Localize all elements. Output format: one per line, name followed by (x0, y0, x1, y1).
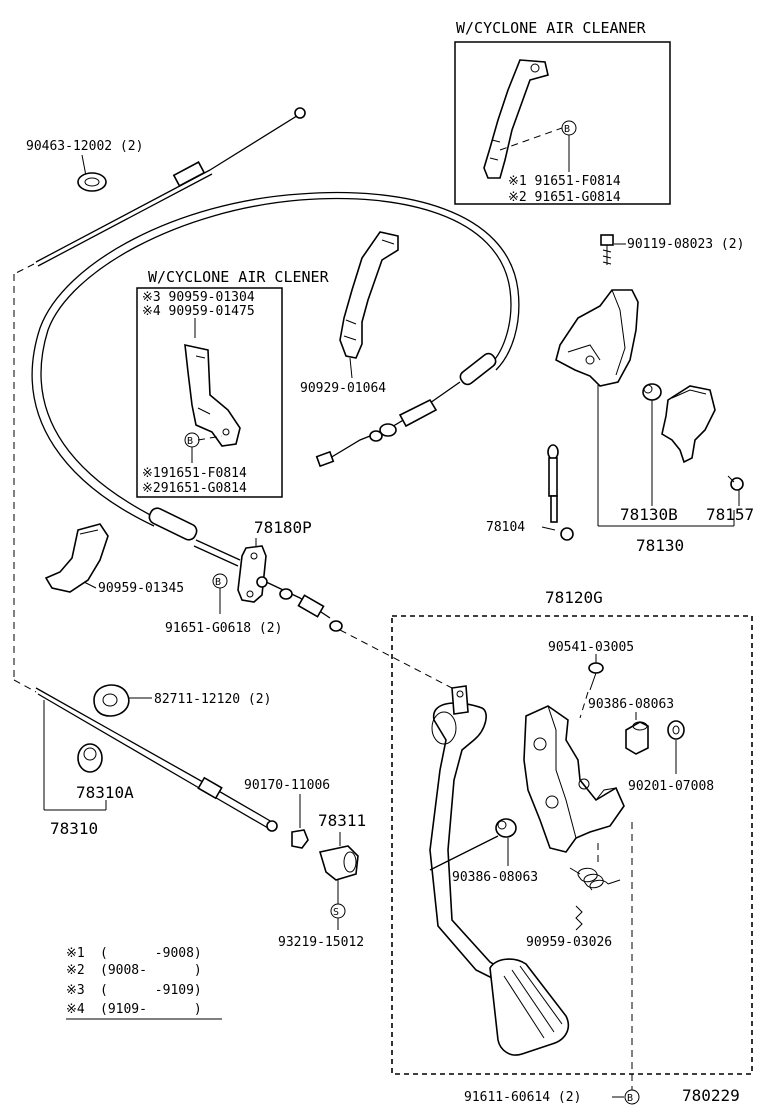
b-marker-78180P: B (212, 573, 228, 589)
label-90959-01475: ※4 90959-01475 (142, 304, 255, 319)
leader-90959-01345 (83, 581, 97, 589)
label-93219: 93219-15012 (278, 935, 364, 950)
lever-78130 (661, 385, 716, 464)
washer-90201 (667, 720, 685, 740)
label-78310: 78310 (50, 819, 98, 838)
clamp-90463 (77, 172, 107, 192)
label-78310A: 78310A (76, 783, 134, 802)
label-78130: 78130 (636, 536, 684, 555)
legend-range-3: ( -9109) (100, 983, 202, 998)
label-90959-01345: 90959-01345 (98, 581, 184, 596)
label-90119: 90119-08023 (2) (627, 237, 744, 252)
top-bracket-dash (499, 127, 563, 151)
label-91651-G0618: 91651-G0618 (2) (165, 621, 282, 636)
bracket-90929 (339, 231, 399, 359)
bushing-78130 (642, 383, 662, 401)
rod-78104 (547, 444, 574, 541)
svg-text:B: B (564, 124, 570, 135)
label-191651-F0814: ※191651-F0814 (142, 466, 247, 481)
leader-90929 (349, 357, 353, 379)
label-78130B: 78130B (620, 505, 678, 524)
bracket-90959-01345 (44, 523, 109, 593)
svg-text:S: S (333, 907, 339, 918)
cushion-78311 (318, 845, 359, 881)
accelerator-pedal-arm (429, 685, 502, 980)
label-90541: 90541-03005 (548, 640, 634, 655)
label-90959-03026: 90959-03026 (526, 935, 612, 950)
label-82711: 82711-12120 (2) (154, 692, 271, 707)
cable-to-pedal-dash (339, 629, 453, 689)
label-91651-F0814-top: ※1 91651-F0814 (508, 174, 621, 189)
top-right-box (454, 41, 671, 205)
left-box (136, 287, 283, 498)
label-91611: 91611-60614 (2) (464, 1090, 581, 1105)
label-91651-G0814-top: ※2 91651-G0814 (508, 190, 621, 205)
legend-mark-3: ※3 (66, 983, 85, 998)
pedal-shaft (429, 835, 499, 871)
label-78157: 78157 (706, 505, 754, 524)
label-90170: 90170-11006 (244, 778, 330, 793)
left-box-bracket (184, 343, 241, 447)
pedal-group-box (391, 615, 753, 1075)
label-78180P: 78180P (254, 518, 312, 537)
bushing-90386-bottom (495, 818, 517, 838)
b-marker-top: B (561, 120, 577, 136)
bracket-78130 (555, 289, 639, 387)
cable-end-fittings (256, 576, 343, 632)
label-90463: 90463-12002 (2) (26, 139, 143, 154)
svg-text:B: B (215, 577, 221, 588)
leader-78104 (541, 526, 556, 531)
clip-78157 (727, 475, 744, 491)
leader-90463 (81, 154, 87, 177)
legend-mark-2: ※2 (66, 963, 85, 978)
accelerator-pedal-pad (489, 958, 570, 1056)
top-bracket (483, 59, 549, 179)
legend-mark-1: ※1 (66, 946, 85, 961)
screw-90541 (588, 662, 604, 691)
b-marker-bottom: B (624, 1089, 640, 1105)
b-marker-left-box: B (184, 432, 200, 448)
legend-range-2: (9008- ) (100, 963, 202, 978)
legend-range-1: ( -9008) (100, 946, 202, 961)
label-78311: 78311 (318, 811, 366, 830)
diagram-id: 780229 (682, 1086, 740, 1105)
legend-mark-4: ※4 (66, 1002, 85, 1017)
s-marker: S (330, 903, 346, 919)
spring-leader-zigzag (575, 905, 583, 931)
label-90201: 90201-07008 (628, 779, 714, 794)
cable-dash-left-bottom (13, 679, 37, 693)
left-box-title: W/CYCLONE AIR CLENER (148, 268, 330, 286)
label-90959-01304: ※3 90959-01304 (142, 290, 255, 305)
label-78120G: 78120G (545, 588, 603, 607)
top-right-box-title: W/CYCLONE AIR CLEANER (456, 19, 647, 37)
label-90929: 90929-01064 (300, 381, 386, 396)
label-291651-G0814: ※291651-G0814 (142, 481, 247, 496)
nut-90170 (291, 829, 309, 849)
cable-loop (31, 191, 520, 527)
label-90386-bottom: 90386-08063 (452, 870, 538, 885)
cable-lower-sleeve (148, 507, 241, 567)
grommet-78310A (77, 743, 103, 773)
lower-cable (35, 687, 278, 832)
bushing-90386-top (625, 721, 649, 755)
svg-text:B: B (627, 1093, 633, 1104)
bolt-90119 (600, 234, 614, 265)
screw-dash (579, 691, 589, 719)
legend: ※1 ( -9008) ※2 (9008- ) ※3 ( -9109) ※4 (… (66, 946, 222, 1020)
legend-range-4: (9109- ) (100, 1002, 202, 1017)
upper-cable (35, 107, 306, 267)
pedal-bracket (523, 705, 625, 853)
left-box-dash (197, 435, 223, 441)
spring-90959-03026 (569, 867, 621, 891)
bracket-78180P (237, 545, 267, 603)
label-78104: 78104 (486, 520, 525, 535)
label-90386-top: 90386-08063 (588, 697, 674, 712)
svg-text:B: B (187, 436, 193, 447)
clamp-82711 (93, 684, 130, 717)
cable-dash-left-top (13, 263, 35, 275)
